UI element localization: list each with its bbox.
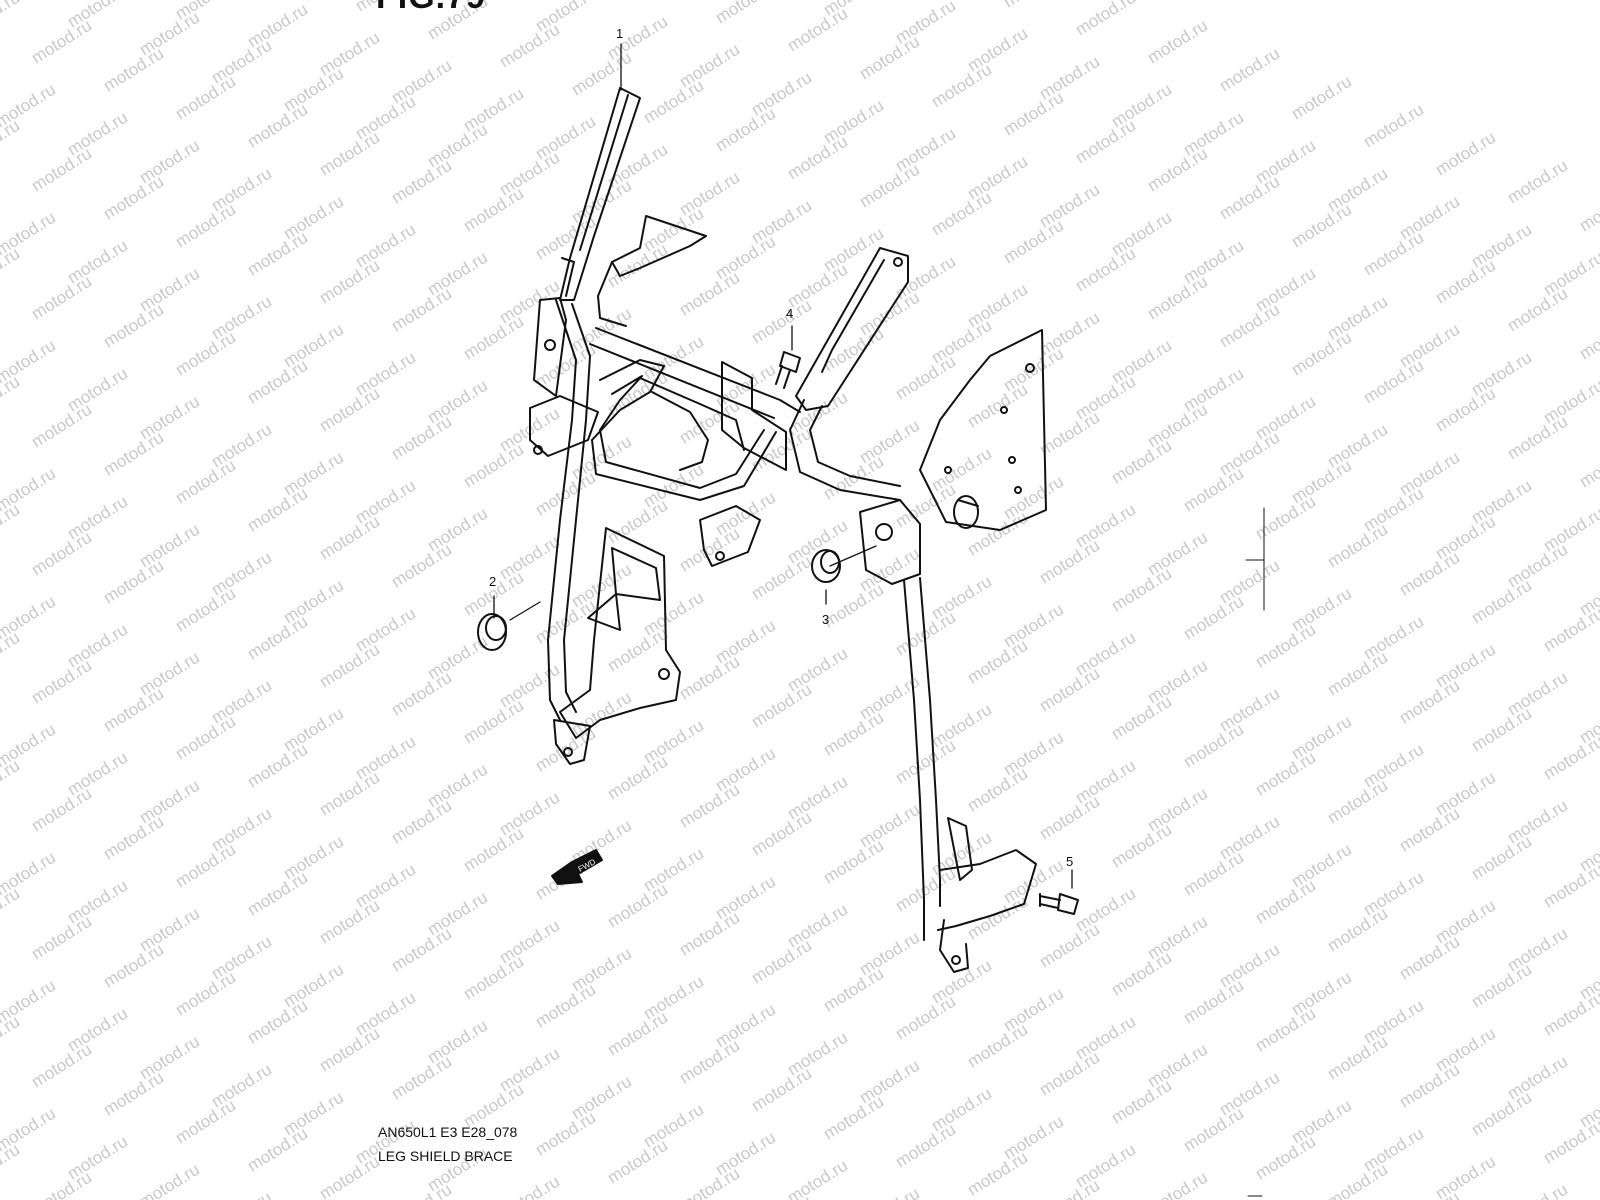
leg-shield-brace-frame xyxy=(529,87,1047,973)
diagram-code: AN650L1 E3 E28_078 xyxy=(378,1124,518,1140)
callout-3: 3 xyxy=(822,612,829,627)
bolt-part-4 xyxy=(775,351,801,389)
fwd-label: FWD xyxy=(577,857,598,874)
figure-title: FIG.79 xyxy=(376,0,486,17)
callout-5: 5 xyxy=(1066,854,1073,869)
callout-2: 2 xyxy=(489,574,496,589)
callout-1: 1 xyxy=(616,26,623,41)
callout-4: 4 xyxy=(786,306,793,321)
grommet-part-2 xyxy=(477,613,507,651)
bolt-part-5 xyxy=(1039,893,1079,915)
diagram-name: LEG SHIELD BRACE xyxy=(378,1148,513,1164)
grommet-part-3 xyxy=(811,549,841,583)
fwd-arrow-icon xyxy=(551,849,603,885)
